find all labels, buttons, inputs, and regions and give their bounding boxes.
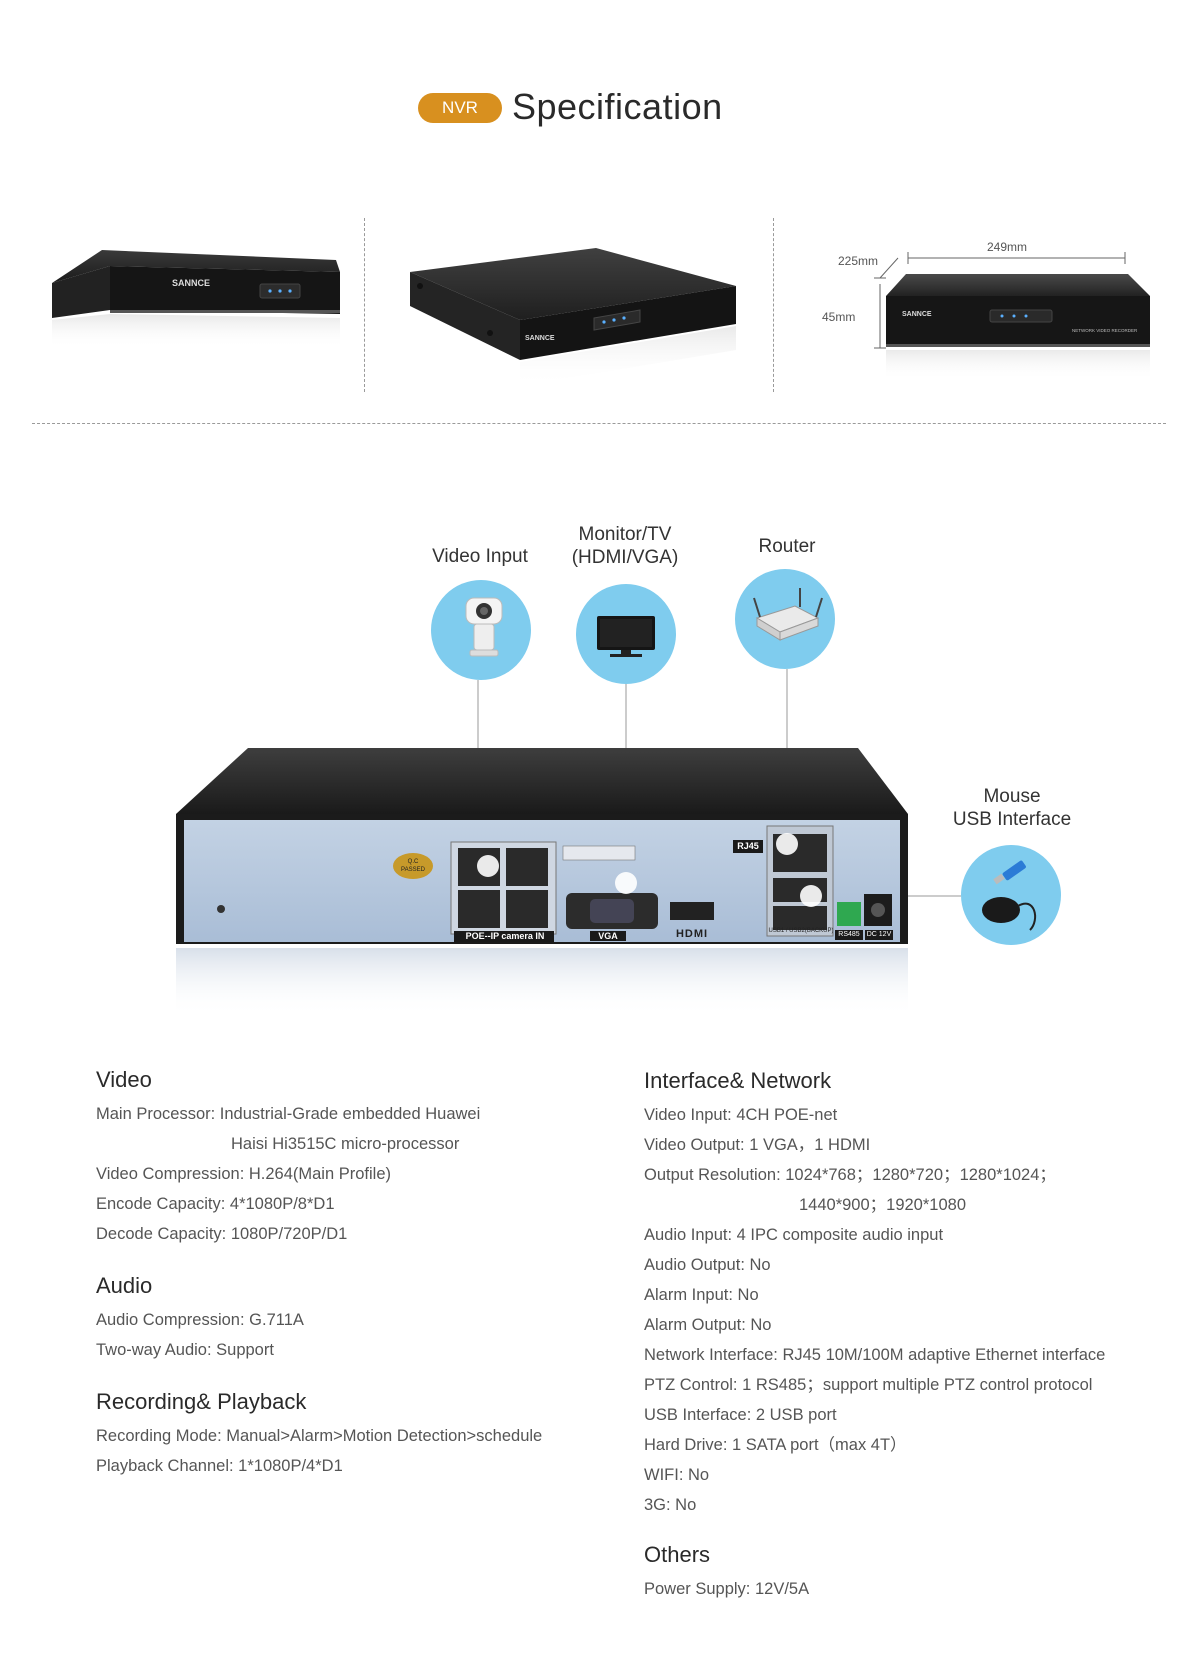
- spec-line: Hard Drive: 1 SATA port（max 4T）: [644, 1436, 907, 1454]
- spec-line: Main Processor: Industrial-Grade embedde…: [96, 1105, 481, 1123]
- width-dimension-label: 249mm: [987, 240, 1028, 254]
- section-title-video: Video: [96, 1067, 152, 1092]
- spec-line: Video Compression: H.264(Main Profile): [96, 1165, 391, 1183]
- section-divider: [32, 423, 1166, 424]
- video-input-label: Video Input: [432, 546, 528, 567]
- rs485-port-label: RS485: [838, 931, 860, 938]
- spec-line: Audio Input: 4 IPC composite audio input: [644, 1226, 944, 1244]
- brand-logo-3: SANNCE: [902, 311, 932, 318]
- spec-line: Alarm Input: No: [644, 1286, 759, 1304]
- spec-line: WIFI: No: [644, 1466, 710, 1484]
- monitor-label: Monitor/TV (HDMI/VGA): [555, 523, 695, 569]
- interface-section: Interface& Network Video Input: 4CH POE-…: [644, 1068, 1184, 1520]
- brand-logo: SANNCE: [172, 278, 210, 288]
- recording-section: Recording& Playback Recording Mode: Manu…: [96, 1389, 616, 1481]
- section-title-interface: Interface& Network: [644, 1068, 832, 1093]
- vga-port-label: VGA: [598, 931, 618, 941]
- camera-icon: [465, 597, 503, 657]
- depth-dimension-label: 225mm: [838, 254, 879, 268]
- brand-logo-2: SANNCE: [525, 335, 555, 342]
- spec-line: Video Input: 4CH POE-net: [644, 1106, 838, 1124]
- front-label: NETWORK VIDEO RECORDER: [1072, 328, 1138, 333]
- rj45-port-label: RJ45: [737, 841, 759, 851]
- router-label: Router: [758, 536, 816, 557]
- spec-line: Alarm Output: No: [644, 1316, 772, 1334]
- spec-line: Two-way Audio: Support: [96, 1341, 274, 1359]
- spec-line: Audio Compression: G.711A: [96, 1311, 304, 1329]
- nvr-rear-angle-image: SANNCE: [410, 248, 736, 386]
- page-title: Specification: [512, 86, 723, 127]
- spec-line: PTZ Control: 1 RS485；support multiple PT…: [644, 1376, 1093, 1394]
- usb-port-label: USB1 / USB2(BACKUP): [768, 928, 834, 934]
- height-dimension-label: 45mm: [822, 310, 856, 324]
- spec-column-left: Video Main Processor: Industrial-Grade e…: [96, 1067, 616, 1481]
- spec-line: Playback Channel: 1*1080P/4*D1: [96, 1457, 343, 1475]
- section-title-audio: Audio: [96, 1273, 153, 1298]
- monitor-label-line1: Monitor/TV: [578, 524, 672, 545]
- mouse-usb-icon: [982, 860, 1037, 931]
- spec-line: Network Interface: RJ45 10M/100M adaptiv…: [644, 1346, 1106, 1364]
- nvr-badge: NVR: [418, 93, 502, 123]
- dc-port-label: DC 12V: [866, 931, 892, 938]
- mouse-label-line2: USB Interface: [952, 809, 1072, 830]
- spec-header: NVR Specification: [0, 86, 1200, 134]
- audio-section: Audio Audio Compression: G.711A Two-way …: [96, 1273, 616, 1365]
- spec-line: Haisi Hi3515C micro-processor: [231, 1135, 460, 1153]
- spec-column-right: Interface& Network Video Input: 4CH POE-…: [644, 1068, 1184, 1604]
- hdmi-port-label: HDMI: [675, 928, 709, 940]
- monitor-label-line2: (HDMI/VGA): [571, 547, 679, 568]
- spec-line: Audio Output: No: [644, 1256, 771, 1274]
- section-title-recording: Recording& Playback: [96, 1389, 307, 1414]
- spec-line: Recording Mode: Manual>Alarm>Motion Dete…: [96, 1427, 543, 1445]
- mouse-label: Mouse USB Interface: [932, 785, 1092, 831]
- mouse-label-line1: Mouse: [983, 786, 1041, 807]
- product-views: SANNCE SANNCE: [0, 210, 1200, 410]
- spec-line: Video Output: 1 VGA，1 HDMI: [644, 1136, 871, 1154]
- spec-line: Decode Capacity: 1080P/720P/D1: [96, 1225, 348, 1243]
- spec-line: USB Interface: 2 USB port: [644, 1406, 837, 1424]
- monitor-icon: [597, 616, 655, 657]
- divider: [364, 218, 365, 392]
- spec-line: Output Resolution: 1024*768；1280*720；128…: [644, 1166, 1056, 1184]
- divider: [773, 218, 774, 392]
- diagram-artwork: [176, 588, 1037, 1016]
- others-section: Others Power Supply: 12V/5A: [644, 1542, 1184, 1604]
- section-title-others: Others: [644, 1542, 711, 1567]
- spec-line: 3G: No: [644, 1496, 697, 1514]
- router-icon: [753, 588, 823, 641]
- nvr-dimension-image: SANNCE NETWORK VIDEO RECORDER: [874, 252, 1150, 380]
- qc-sticker-label: Q.C PASSED: [401, 859, 425, 873]
- spec-line: Power Supply: 12V/5A: [644, 1580, 810, 1598]
- poe-port-label: POE--IP camera IN: [465, 931, 545, 941]
- mouse-bubble: [961, 845, 1061, 945]
- video-section: Video Main Processor: Industrial-Grade e…: [96, 1067, 616, 1249]
- spec-line: 1440*900；1920*1080: [799, 1196, 966, 1214]
- nvr-front-angle-image: SANNCE: [52, 250, 340, 348]
- spec-line: Encode Capacity: 4*1080P/8*D1: [96, 1195, 335, 1213]
